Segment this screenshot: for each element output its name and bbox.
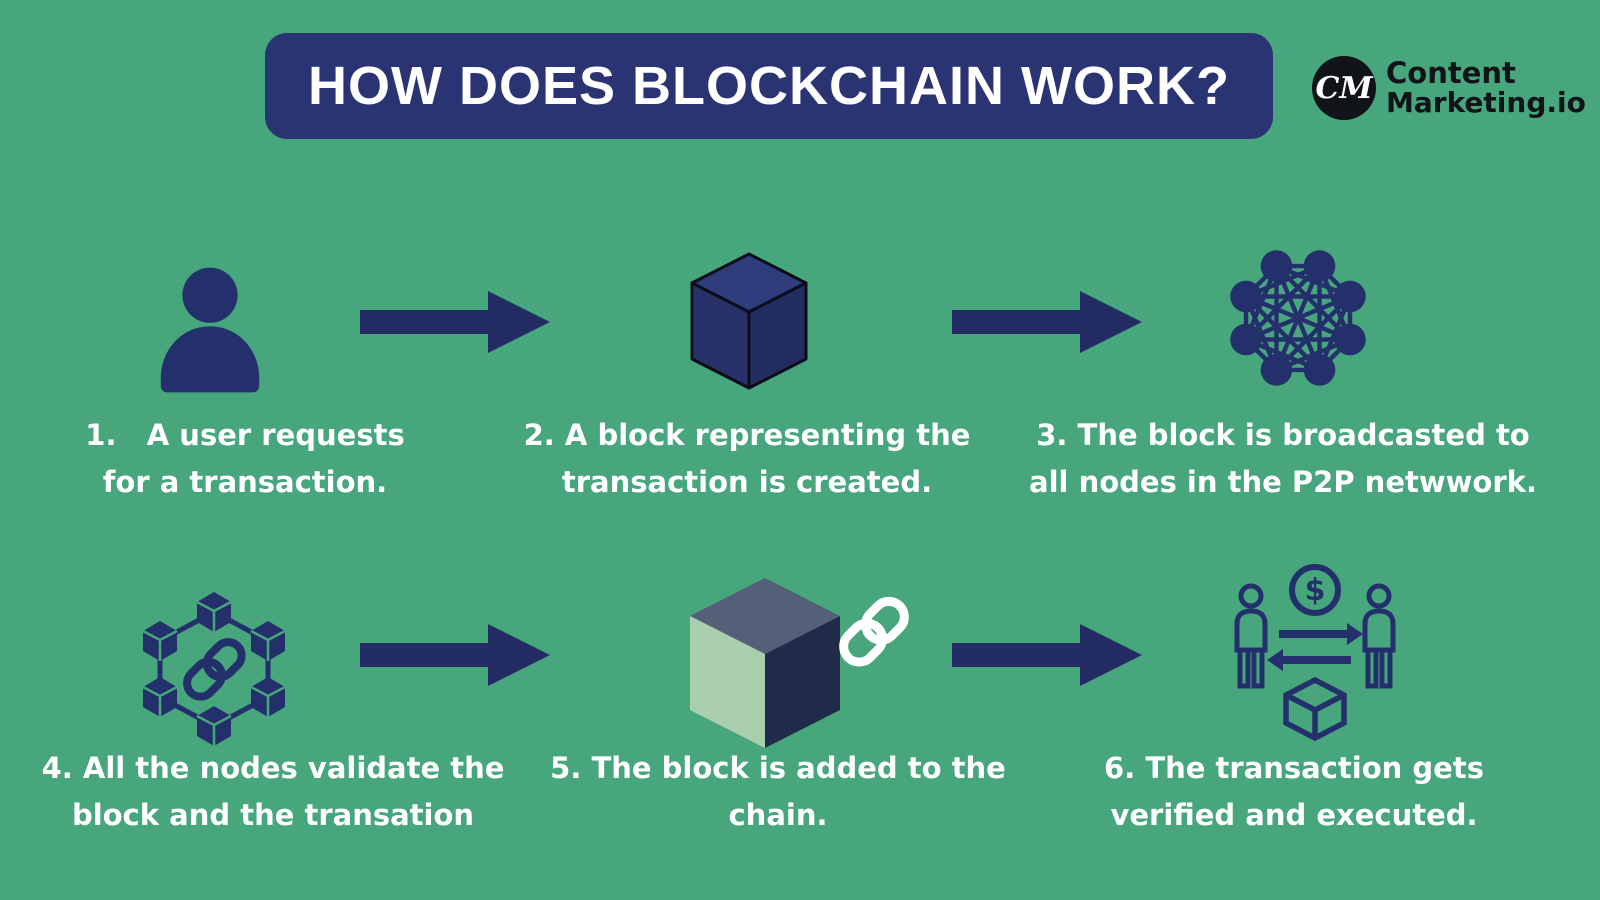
page-title: HOW DOES BLOCKCHAIN WORK? xyxy=(308,56,1230,116)
cm-logo-icon: CM xyxy=(1312,56,1376,120)
block-cube-icon xyxy=(686,250,812,392)
blockchain-nodes-icon xyxy=(133,588,295,750)
step-4-caption: 4. All the nodes validate the block and … xyxy=(41,751,505,832)
person-outline-icon xyxy=(1234,583,1268,689)
step-3-caption: 3. The block is broadcasted to all nodes… xyxy=(1029,418,1537,499)
cube-outline-icon xyxy=(1283,676,1347,742)
svg-text:$: $ xyxy=(1305,573,1326,608)
arrow-icon xyxy=(952,616,1142,694)
chained-block-icon xyxy=(683,572,915,754)
step-2-caption: 2. A block representing the transaction … xyxy=(523,418,971,499)
arrow-icon xyxy=(360,283,550,361)
user-icon xyxy=(150,266,270,394)
transaction-exchange-icon: $ xyxy=(1213,558,1417,748)
step-6-caption: 6. The transaction gets verified and exe… xyxy=(1104,751,1484,832)
brand-name: Content Marketing.io xyxy=(1386,55,1586,119)
p2p-network-icon xyxy=(1224,243,1372,393)
chain-link-icon xyxy=(183,638,246,701)
person-outline-icon xyxy=(1362,583,1396,689)
exchange-arrows-icon xyxy=(1267,623,1363,671)
brand-name-line1: Content xyxy=(1386,55,1516,90)
dollar-coin-icon xyxy=(1289,564,1341,616)
title-bar: HOW DOES BLOCKCHAIN WORK? xyxy=(265,33,1273,139)
brand-name-line2: Marketing.io xyxy=(1386,85,1586,119)
arrow-icon xyxy=(360,616,550,694)
chain-link-icon xyxy=(839,596,909,667)
step-1-caption: 1. A user requests for a transaction. xyxy=(85,418,405,499)
step-5-caption: 5. The block is added to the chain. xyxy=(550,751,1006,832)
arrow-icon xyxy=(952,283,1142,361)
brand-logo: CM Content Marketing.io xyxy=(1312,56,1586,120)
